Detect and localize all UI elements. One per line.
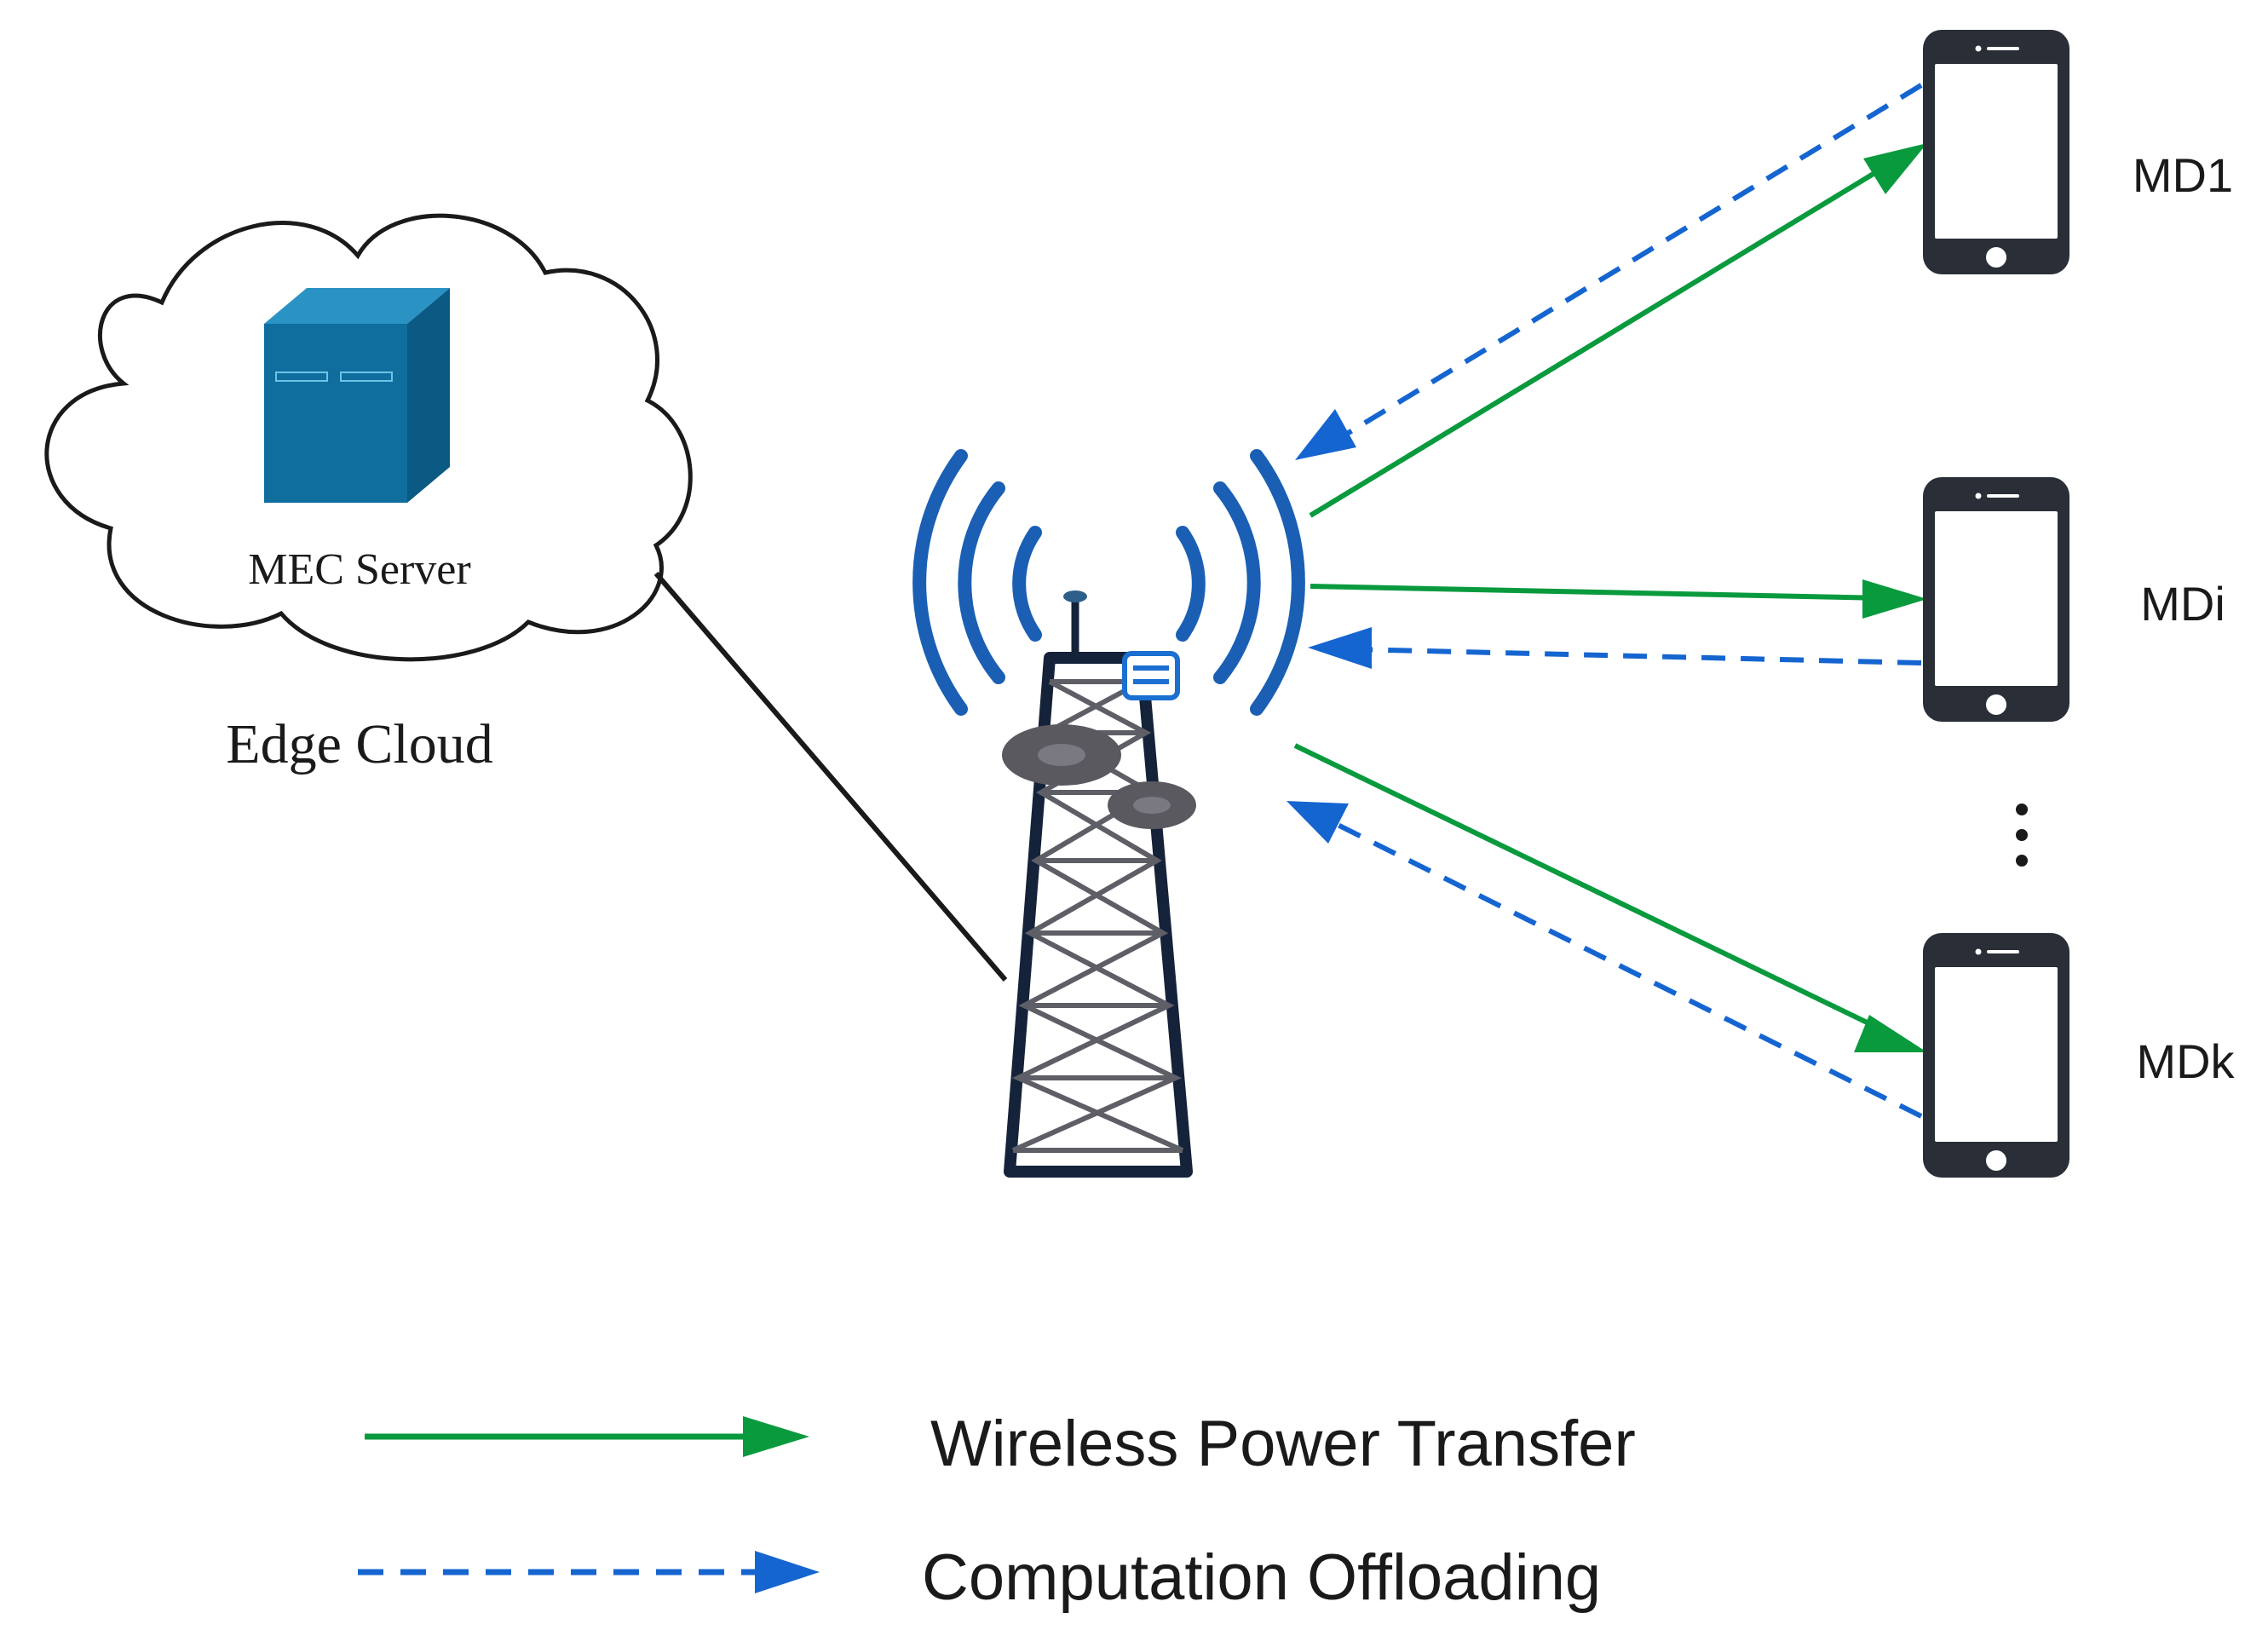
legend-label-offloading: Computation Offloading xyxy=(922,1541,1601,1614)
device-label-mdi: MDi xyxy=(2140,577,2225,631)
vertical-ellipsis-icon xyxy=(2016,804,2028,867)
offload-link-mdi xyxy=(1354,647,1922,665)
base-station xyxy=(912,449,1305,1178)
legend-item-power-transfer: Wireless Power Transfer xyxy=(365,1408,1636,1480)
mobile-device-md1: MD1 xyxy=(1923,30,2233,274)
offloading-links xyxy=(1287,83,1923,1119)
legend-label-power-transfer: Wireless Power Transfer xyxy=(930,1408,1636,1480)
signal-wave-icon xyxy=(912,449,1305,716)
edge-cloud: MEC Server Edge Cloud xyxy=(44,213,693,775)
cloud-label: Edge Cloud xyxy=(226,713,492,775)
phone-icon xyxy=(1923,477,2069,722)
server-icon xyxy=(264,288,450,503)
tower-icon xyxy=(1002,590,1196,1178)
power-link-md1 xyxy=(1309,164,1886,518)
power-transfer-links xyxy=(1293,143,1927,1052)
power-link-mdk xyxy=(1293,743,1886,1034)
device-label-md1: MD1 xyxy=(2133,148,2233,202)
phone-icon xyxy=(1923,933,2069,1178)
device-label-mdk: MDk xyxy=(2136,1034,2235,1088)
power-link-mdi xyxy=(1310,584,1885,601)
offload-link-md1 xyxy=(1341,83,1923,439)
offload-link-mdk xyxy=(1336,822,1923,1119)
mobile-device-mdi: MDi xyxy=(1923,477,2225,722)
mobile-device-mdk: MDk xyxy=(1923,933,2236,1178)
backhaul-link xyxy=(653,572,1008,982)
server-label: MEC Server xyxy=(248,545,470,594)
legend-item-offloading: Computation Offloading xyxy=(358,1541,1601,1614)
phone-icon xyxy=(1923,30,2069,274)
legend: Wireless Power Transfer Computation Offl… xyxy=(358,1408,1636,1614)
